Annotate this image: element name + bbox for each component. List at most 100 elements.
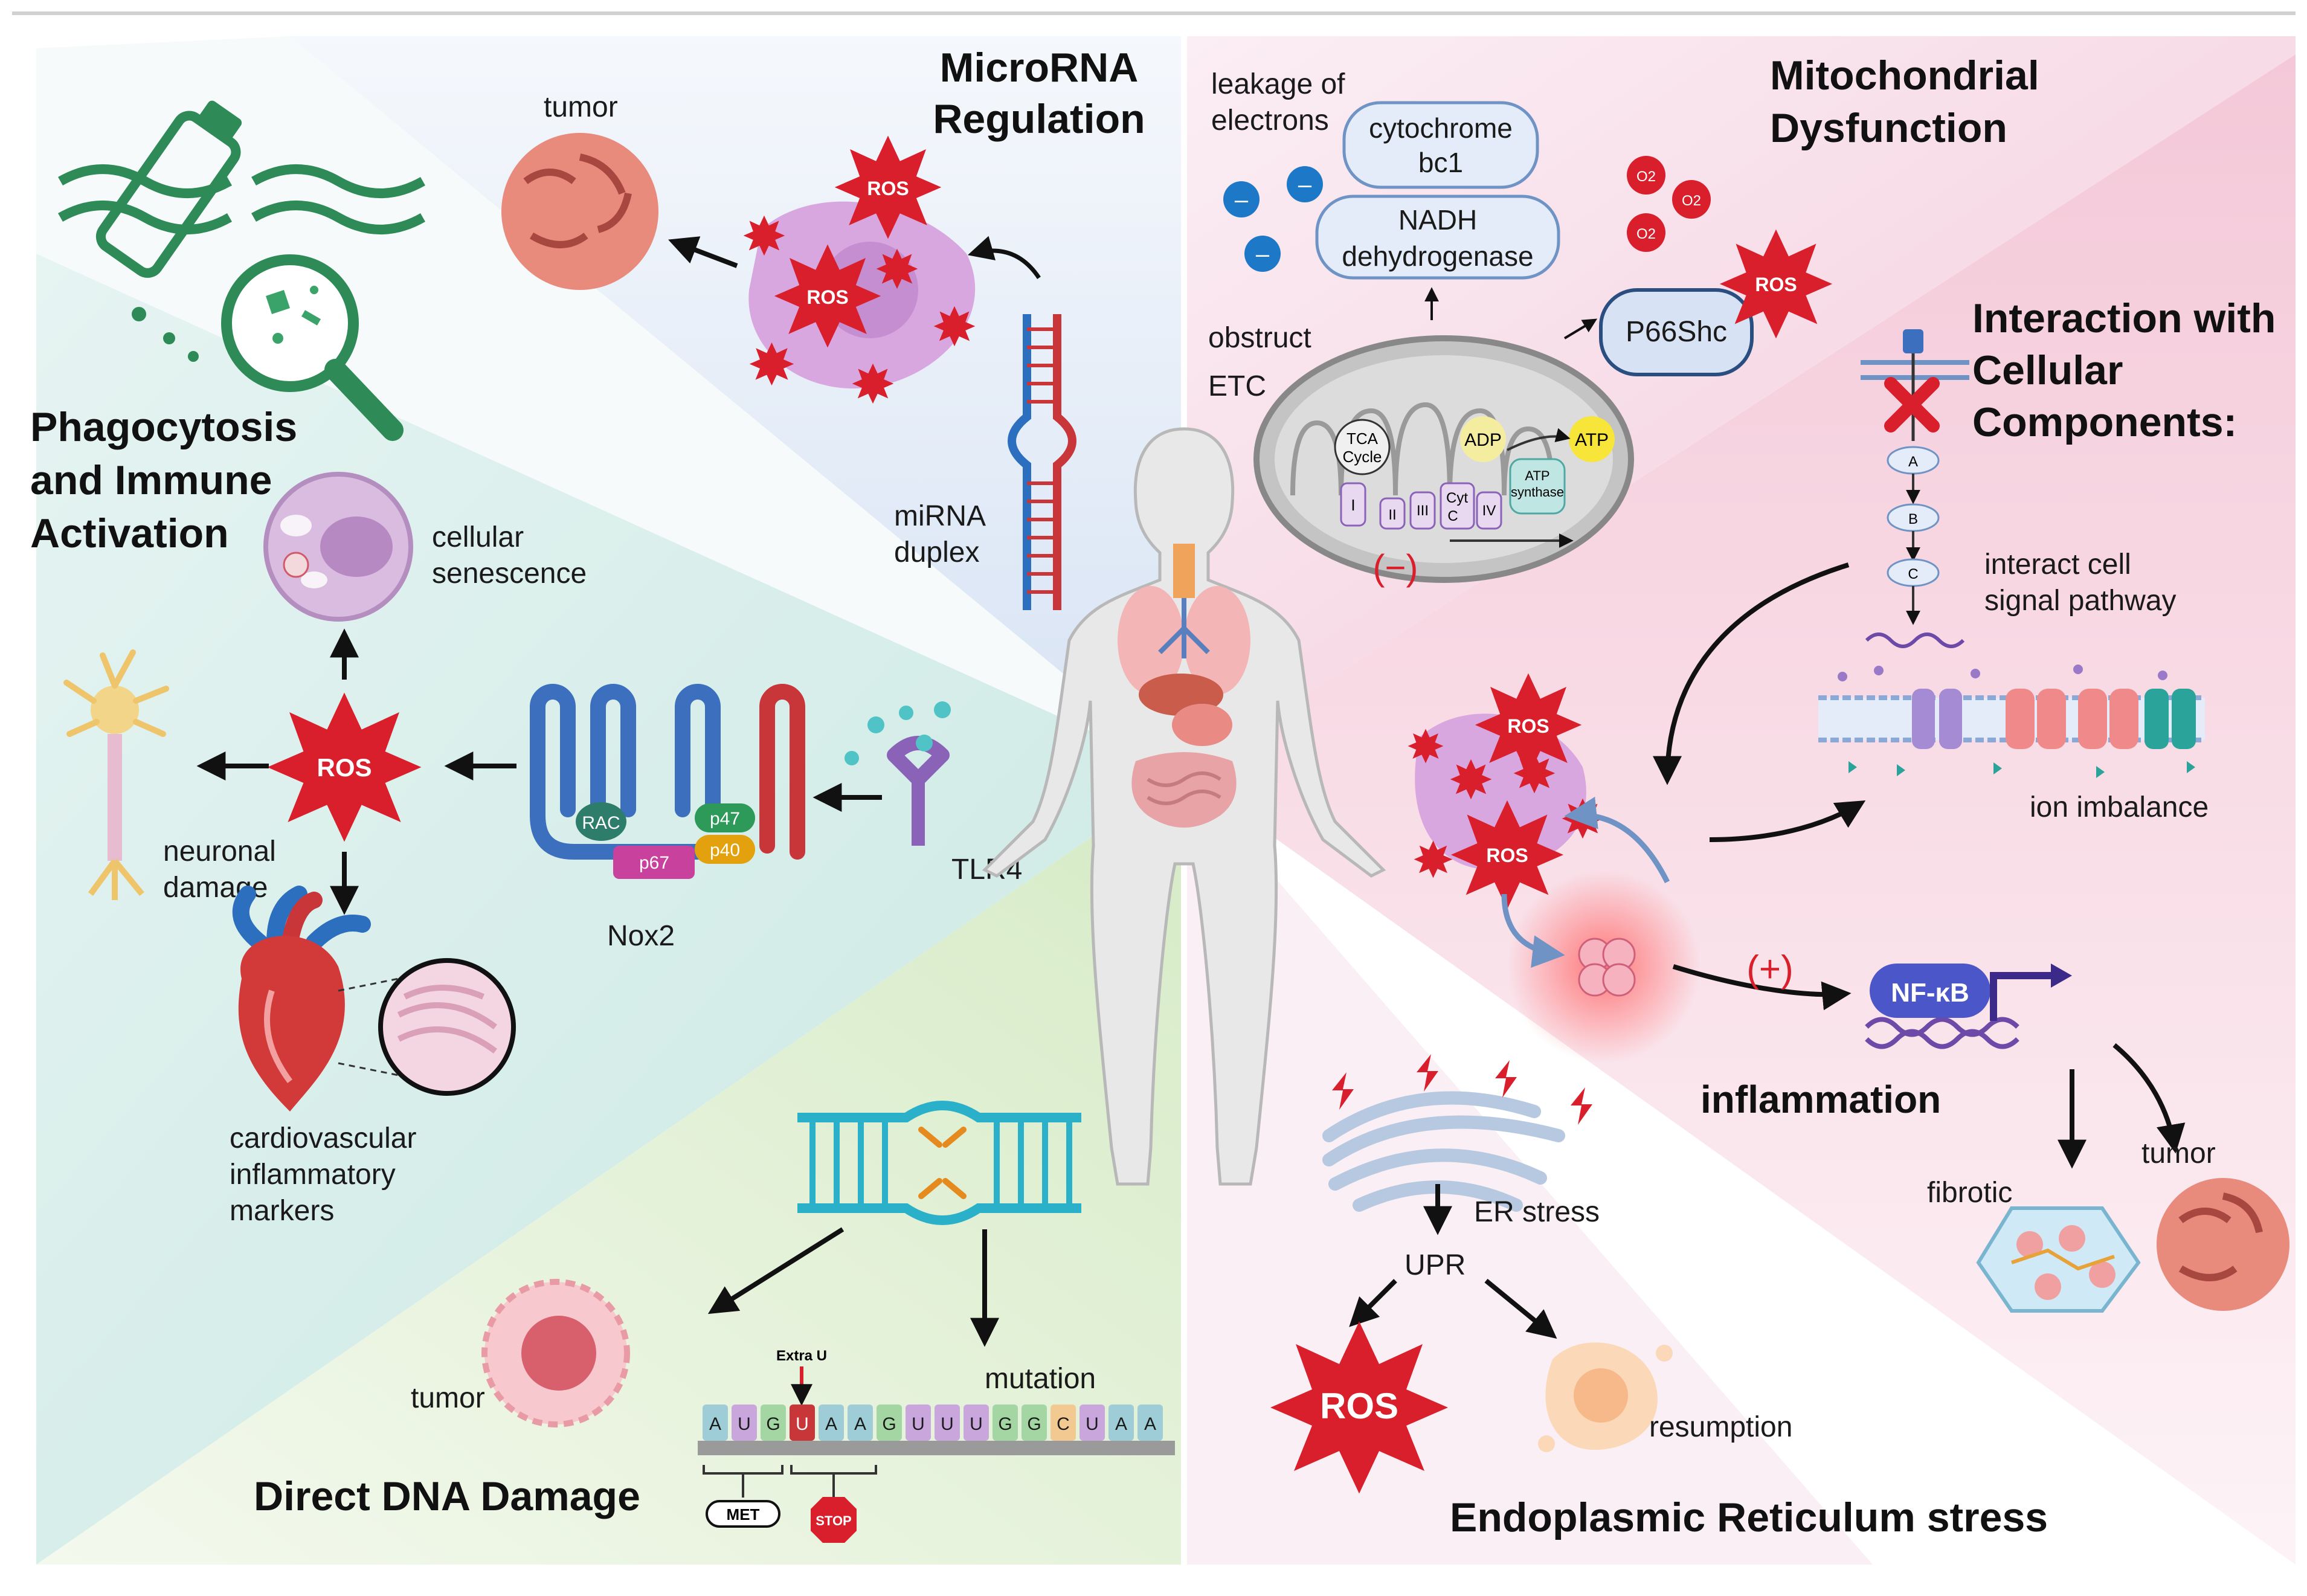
met-badge [706, 1500, 780, 1528]
ros-mito-label: ROS [1755, 274, 1797, 295]
mitochondrion-icon: TCA Cycle ADP ATP I II III Cyt C IV ATP … [1253, 335, 1634, 583]
ion-imbalance-label: ion imbalance [2030, 791, 2209, 823]
p67-icon [613, 846, 695, 879]
interaction-bg [1184, 54, 2296, 1565]
electron-icons: – – – [1223, 166, 1323, 272]
rna-base: U [732, 1405, 757, 1441]
leakage-label-1: leakage of [1211, 68, 1345, 100]
ros-label-left: ROS [317, 753, 372, 782]
arrow-dna-to-tumor [707, 1227, 845, 1314]
senescent-cell-icon [263, 472, 413, 622]
arrow-upr-to-ros [1349, 1279, 1397, 1327]
microplastic-bottle-icon [58, 100, 425, 362]
neuronal-label-1: neuronal [163, 835, 276, 867]
obstruct-label-1: obstruct [1208, 322, 1311, 354]
nfkb-label: NF-κB [1891, 978, 1969, 1008]
section-titles: MicroRNA Regulation Mitochondrial Dysfun… [30, 45, 2276, 1540]
human-body-icon [982, 427, 1386, 1186]
rna-base: A [819, 1405, 844, 1441]
codon-bracket-1 [703, 1465, 783, 1498]
arrow-cells-to-ros [1564, 796, 1670, 884]
dna-bg [36, 773, 1184, 1565]
interact-pathway-label-2: signal pathway [1984, 585, 2177, 617]
met-label: MET [727, 1505, 760, 1524]
ros-mirna-label-1: ROS [867, 178, 909, 199]
rna-base: A [848, 1405, 873, 1441]
resumption-cell-icon [1538, 1342, 1673, 1452]
ros-cell-interaction-icon [1415, 713, 1586, 870]
ros-inter-label-2: ROS [1486, 845, 1528, 866]
o2-burst-2 [876, 248, 918, 289]
atp-label: ATP [1575, 430, 1609, 450]
neuron-icon [63, 649, 169, 900]
mutation-label: mutation [985, 1363, 1096, 1395]
rna-base-label: U [738, 1414, 751, 1434]
o2-burst-inter-2 [1450, 759, 1492, 800]
magnifier-icon [221, 254, 404, 441]
mirna-duplex-label-1: miRNA [894, 500, 986, 532]
tumor-top-label: tumor [544, 91, 618, 123]
tca-label-1: TCA [1347, 430, 1379, 448]
ros-inter-label-1: ROS [1507, 715, 1549, 737]
blocked-x-icon [1884, 377, 1940, 433]
p47-icon [695, 803, 755, 832]
o2-burst-inter-3 [1513, 753, 1556, 794]
microrna-title-2: Regulation [933, 96, 1145, 142]
complex-iii-label: III [1417, 503, 1429, 519]
inflammation-label: inflammation [1700, 1078, 1941, 1121]
rna-base: G [1022, 1405, 1047, 1441]
phago-title-1: Phagocytosis [30, 404, 297, 450]
arrow-to-ion-channels [1709, 800, 1866, 842]
arrow-ros-to-cells [1501, 893, 1565, 968]
heart-icon [232, 886, 516, 1112]
rac-icon [576, 802, 626, 841]
o2-burst-inter-1 [1408, 729, 1444, 764]
inflammation-plus-label: (+) [1746, 948, 1794, 990]
tumor-cluster-right-icon [2157, 1178, 2289, 1311]
svg-text:–: – [1256, 241, 1270, 268]
rna-base: U [906, 1405, 931, 1441]
cardio-label-2: inflammatory [230, 1159, 396, 1191]
cytochrome-label-1: cytochrome [1369, 112, 1513, 144]
receptor-pathway-icon: A B C [1861, 329, 1969, 648]
rna-base: U [790, 1405, 815, 1441]
o2-label-3: O2 [1636, 226, 1656, 242]
stop-label: STOP [816, 1513, 852, 1528]
microrna-title-1: MicroRNA [940, 45, 1139, 91]
p66shc-box [1599, 288, 1754, 376]
er-title: Endoplasmic Reticulum stress [1450, 1495, 2048, 1540]
adp-label: ADP [1464, 430, 1502, 450]
rna-base-label: U [941, 1414, 954, 1434]
svg-text:–: – [1235, 187, 1249, 213]
o2-label-1: O2 [1636, 169, 1656, 185]
rna-base-label: A [1115, 1414, 1127, 1434]
o2-burst-4 [749, 342, 794, 386]
p67-label: p67 [639, 853, 669, 873]
rna-base-label: U [796, 1414, 809, 1434]
mito-title-2: Dysfunction [1770, 105, 2007, 151]
nadh-box [1315, 195, 1560, 280]
er-stress-label: ER stress [1474, 1196, 1600, 1228]
rna-base: U [1079, 1405, 1105, 1441]
phago-title-3: Activation [30, 510, 229, 556]
cytochrome-box [1342, 101, 1539, 189]
upr-label: UPR [1404, 1249, 1466, 1281]
cytc-label-2: C [1447, 508, 1458, 524]
nfkb-icon [1865, 964, 2072, 1049]
mito-title-1: Mitochondrial [1770, 53, 2039, 98]
rna-base-label: C [1057, 1414, 1070, 1434]
tumor-cell-dna-icon [481, 1279, 630, 1427]
o2-burst-3 [933, 306, 976, 347]
complex-iv-label: IV [1482, 503, 1496, 519]
dna-damage-icon [797, 1101, 1081, 1225]
cytochrome-label-2: bc1 [1418, 147, 1463, 178]
mito-minus-label: (−) [1373, 547, 1418, 588]
arrow-to-tumor-top [668, 236, 738, 268]
fibrotic-label: fibrotic [1927, 1177, 2012, 1209]
complex-i-label: I [1351, 496, 1355, 514]
rna-backbone [698, 1441, 1175, 1455]
pathway-c-label: C [1908, 566, 1918, 582]
o2-burst-inter-5 [1414, 840, 1453, 878]
rna-base: A [1137, 1405, 1163, 1441]
